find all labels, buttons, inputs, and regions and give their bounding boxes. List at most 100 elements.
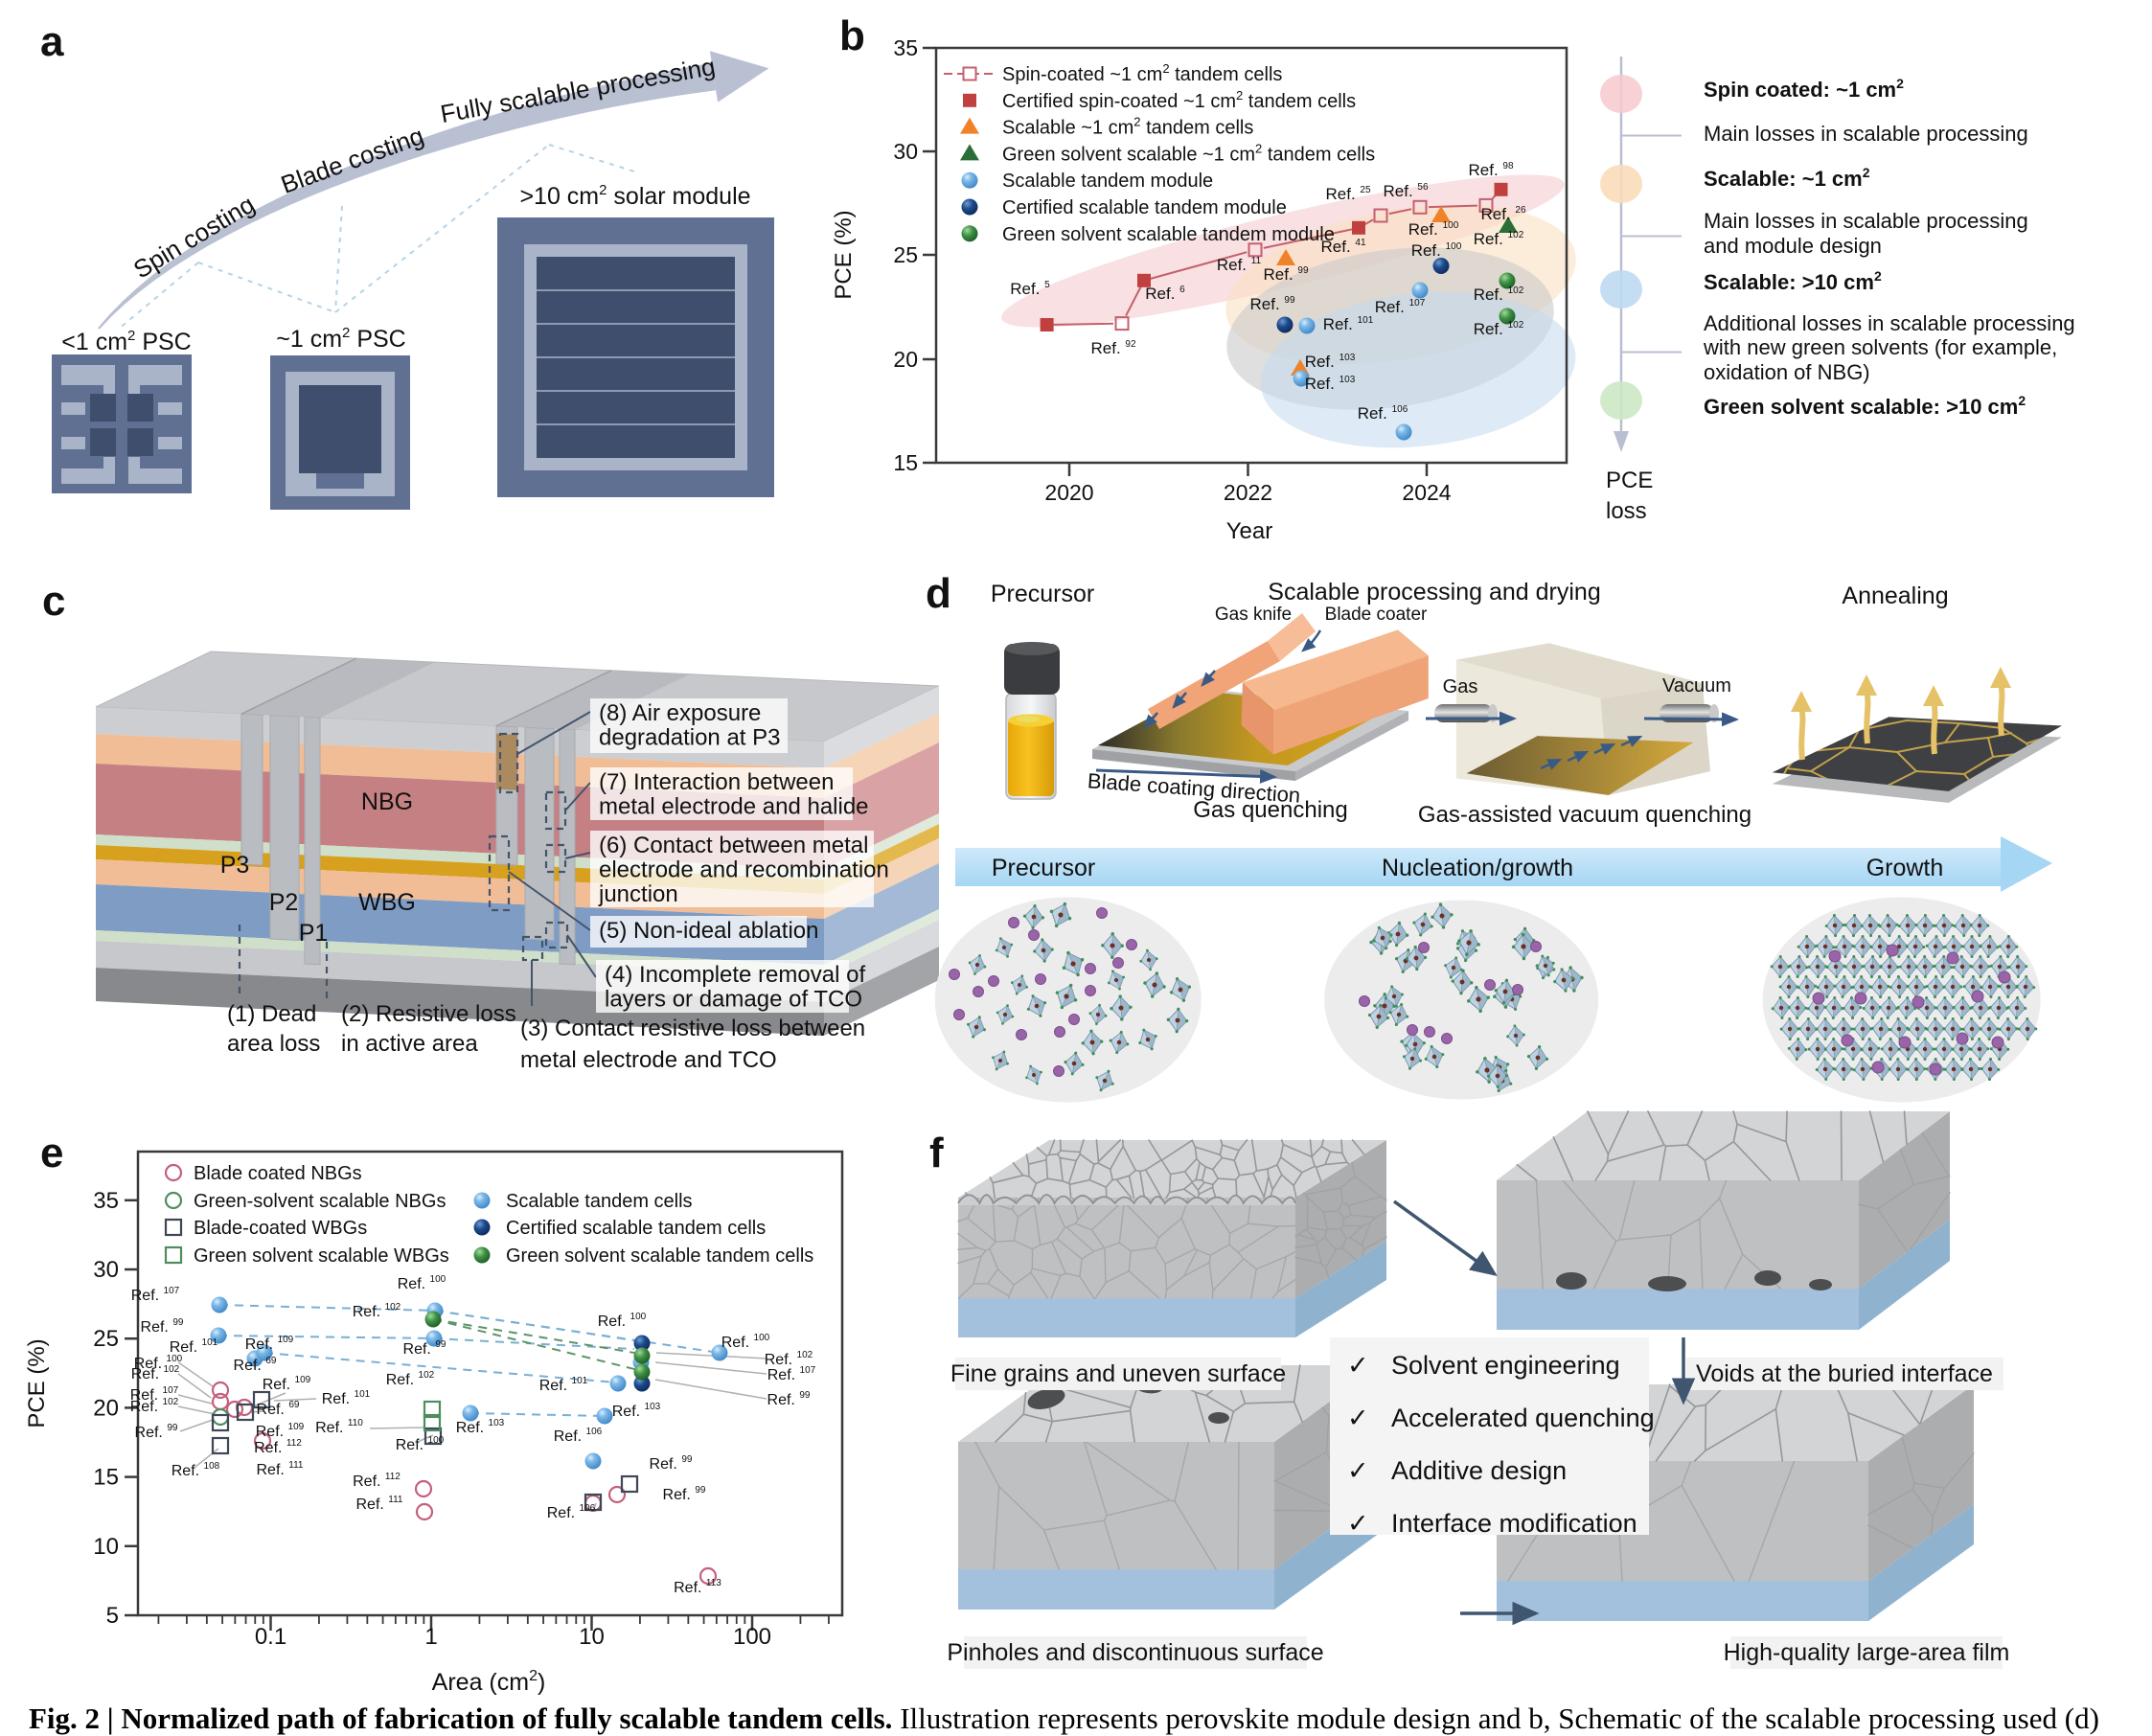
- svg-text:d: d: [926, 570, 951, 617]
- svg-text:35: 35: [893, 35, 918, 60]
- svg-text:e: e: [40, 1130, 63, 1176]
- svg-text:Ref. 111: Ref. 111: [356, 1495, 403, 1513]
- svg-text:P2: P2: [269, 889, 299, 916]
- svg-text:NBG: NBG: [361, 788, 413, 815]
- svg-text:Ref. 99: Ref. 99: [1249, 295, 1294, 313]
- svg-text:Ref. 26: Ref. 26: [1480, 205, 1525, 223]
- svg-text:30: 30: [893, 139, 918, 164]
- svg-text:✓: ✓: [1347, 1509, 1369, 1538]
- svg-text:Ref. 6: Ref. 6: [1145, 285, 1185, 303]
- svg-text:Precursor: Precursor: [991, 581, 1094, 607]
- svg-text:Blade coated NBGs: Blade coated NBGs: [194, 1163, 362, 1184]
- svg-text:Ref. 25: Ref. 25: [1325, 185, 1370, 203]
- svg-text:PCE (%): PCE (%): [24, 1338, 50, 1428]
- svg-text:and module design: and module design: [1704, 234, 1882, 258]
- svg-text:1: 1: [424, 1624, 437, 1650]
- svg-text:20: 20: [93, 1395, 119, 1421]
- svg-text:Ref. 112: Ref. 112: [353, 1472, 401, 1490]
- svg-text:Spin costing: Spin costing: [128, 190, 260, 285]
- svg-text:Ref. 5: Ref. 5: [1010, 280, 1050, 298]
- svg-text:Ref. 99: Ref. 99: [135, 1423, 178, 1441]
- svg-text:Accelerated quenching: Accelerated quenching: [1391, 1404, 1655, 1432]
- svg-text:Ref. 106: Ref. 106: [547, 1503, 596, 1521]
- svg-text:area loss: area loss: [227, 1031, 320, 1057]
- svg-text:metal electrode and halide: metal electrode and halide: [599, 794, 869, 820]
- svg-text:Ref. 100: Ref. 100: [398, 1274, 446, 1292]
- svg-text:2022: 2022: [1224, 480, 1272, 505]
- svg-text:Ref. 101: Ref. 101: [539, 1376, 588, 1394]
- svg-text:Ref. 69: Ref. 69: [257, 1400, 300, 1418]
- svg-text:Area (cm2): Area (cm2): [432, 1668, 546, 1696]
- svg-text:Spin-coated ~1 cm2 tandem cell: Spin-coated ~1 cm2 tandem cells: [1002, 61, 1282, 85]
- svg-text:25: 25: [893, 242, 918, 267]
- svg-text:Gas: Gas: [1443, 676, 1478, 697]
- svg-text:f: f: [929, 1130, 944, 1176]
- svg-text:Ref. 107: Ref. 107: [131, 1286, 180, 1304]
- svg-text:oxidation of NBG): oxidation of NBG): [1704, 360, 1870, 384]
- svg-text:(4) Incomplete removal of: (4) Incomplete removal of: [605, 962, 865, 988]
- svg-text:Blade-coated WBGs: Blade-coated WBGs: [194, 1218, 367, 1239]
- svg-text:(1) Dead: (1) Dead: [227, 1001, 316, 1027]
- svg-text:Certified spin-coated ~1 cm2 t: Certified spin-coated ~1 cm2 tandem cell…: [1002, 88, 1356, 112]
- svg-text:Ref. 102: Ref. 102: [353, 1302, 401, 1320]
- svg-text:Green solvent scalable tandem: Green solvent scalable tandem module: [1002, 224, 1335, 245]
- svg-text:Growth: Growth: [1866, 855, 1944, 881]
- svg-text:Ref. 102: Ref. 102: [386, 1370, 435, 1388]
- svg-text:Ref. 99: Ref. 99: [650, 1454, 693, 1473]
- svg-text:Ref. 113: Ref. 113: [674, 1578, 721, 1596]
- svg-text:Ref. 110: Ref. 110: [315, 1418, 363, 1436]
- svg-text:Ref. 100: Ref. 100: [598, 1312, 647, 1330]
- svg-text:layers or damage of TCO: layers or damage of TCO: [605, 987, 862, 1013]
- svg-text:a: a: [40, 18, 64, 65]
- svg-text:electrode and recombination: electrode and recombination: [599, 857, 889, 883]
- svg-text:0.1: 0.1: [255, 1624, 286, 1650]
- svg-text:Year: Year: [1226, 518, 1273, 544]
- svg-text:2024: 2024: [1402, 480, 1451, 505]
- svg-text:(7) Interaction between: (7) Interaction between: [599, 769, 834, 795]
- svg-text:Pinholes and discontinuous sur: Pinholes and discontinuous surface: [947, 1639, 1323, 1666]
- svg-text:Scalable tandem cells: Scalable tandem cells: [506, 1191, 693, 1212]
- svg-text:c: c: [42, 578, 65, 625]
- svg-text:Certified scalable tandem cell: Certified scalable tandem cells: [506, 1218, 766, 1239]
- svg-text:Gas knife: Gas knife: [1215, 605, 1292, 625]
- svg-text:PCE: PCE: [1606, 468, 1653, 493]
- svg-text:>10 cm2 solar module: >10 cm2 solar module: [519, 182, 750, 210]
- svg-text:loss: loss: [1606, 498, 1647, 524]
- svg-text:Additive design: Additive design: [1391, 1456, 1567, 1485]
- svg-text:Annealing: Annealing: [1842, 582, 1948, 609]
- svg-text:15: 15: [93, 1465, 119, 1491]
- svg-text:Ref. 100: Ref. 100: [721, 1333, 770, 1351]
- svg-text:WBG: WBG: [358, 889, 416, 916]
- svg-text:Green solvent scalable ~1 cm2: Green solvent scalable ~1 cm2 tandem cel…: [1002, 141, 1375, 165]
- svg-text:Scalable: ~1 cm2: Scalable: ~1 cm2: [1704, 165, 1870, 191]
- svg-text:Interface modification: Interface modification: [1391, 1509, 1637, 1538]
- svg-text:Ref. 106: Ref. 106: [554, 1427, 603, 1445]
- svg-text:Certified scalable tandem modu: Certified scalable tandem module: [1002, 197, 1287, 218]
- svg-text:Scalable: >10 cm2: Scalable: >10 cm2: [1704, 268, 1882, 294]
- svg-text:2020: 2020: [1044, 480, 1093, 505]
- svg-text:High-quality large-area film: High-quality large-area film: [1724, 1639, 2010, 1666]
- svg-text:10: 10: [93, 1534, 119, 1560]
- svg-text:Main losses in scalable proces: Main losses in scalable processing: [1704, 209, 2028, 233]
- svg-text:Scalable tandem module: Scalable tandem module: [1002, 171, 1213, 192]
- svg-text:Green solvent scalable WBGs: Green solvent scalable WBGs: [194, 1245, 449, 1267]
- svg-text:✓: ✓: [1347, 1404, 1369, 1432]
- svg-text:PCE (%): PCE (%): [831, 210, 857, 299]
- svg-text:Green solvent scalable: >10 cm: Green solvent scalable: >10 cm2: [1704, 393, 2026, 419]
- svg-text:(3) Contact resistive loss bet: (3) Contact resistive loss between: [520, 1016, 865, 1041]
- svg-text:Ref. 103: Ref. 103: [456, 1418, 505, 1436]
- svg-text:Vacuum: Vacuum: [1662, 675, 1731, 697]
- svg-text:b: b: [839, 12, 865, 59]
- svg-text:degradation at P3: degradation at P3: [599, 725, 780, 751]
- svg-text:Ref. 92: Ref. 92: [1090, 339, 1135, 357]
- svg-text:✓: ✓: [1347, 1351, 1369, 1380]
- svg-text:Green-solvent scalable NBGs: Green-solvent scalable NBGs: [194, 1191, 446, 1212]
- svg-text:Ref. 112: Ref. 112: [254, 1438, 302, 1456]
- svg-text:Ref. 101: Ref. 101: [322, 1389, 371, 1407]
- svg-text:Ref. 100: Ref. 100: [396, 1435, 445, 1453]
- svg-text:✓: ✓: [1347, 1456, 1369, 1485]
- svg-text:Ref. 102: Ref. 102: [131, 1364, 180, 1382]
- svg-text:10: 10: [579, 1624, 605, 1650]
- svg-text:Precursor: Precursor: [992, 855, 1095, 881]
- svg-text:100: 100: [733, 1624, 771, 1650]
